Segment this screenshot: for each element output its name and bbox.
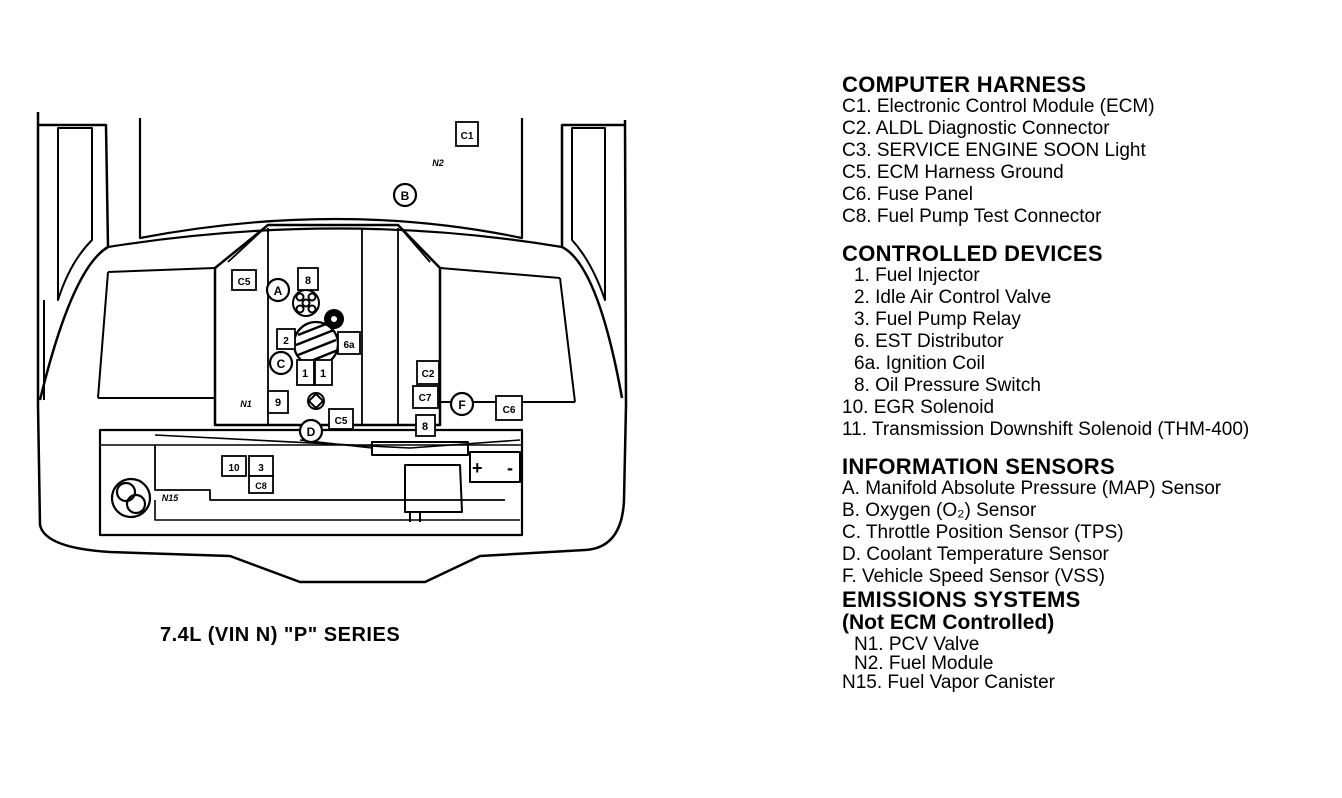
legend-item: N2. Fuel Module	[854, 653, 994, 674]
marker-c8: C8	[255, 481, 267, 491]
marker-f: F	[458, 398, 465, 412]
section-controlled-devices: CONTROLLED DEVICES 1. Fuel Injector 2. I…	[842, 242, 1337, 441]
marker-c2: C2	[422, 369, 435, 380]
marker-c: C	[277, 357, 286, 371]
marker-c5-lower: C5	[335, 416, 348, 427]
legend-item: C2. ALDL Diagnostic Connector	[842, 118, 1110, 139]
vehicle-outline	[36, 112, 628, 584]
section-title: COMPUTER HARNESS	[842, 72, 1087, 97]
marker-3: 3	[258, 463, 264, 474]
legend-item: 6. EST Distributor	[854, 331, 1004, 352]
diagram-caption: 7.4L (VIN N) "P" SERIES	[160, 624, 401, 646]
battery-positive-label: +	[472, 458, 483, 478]
legend-item: C1. Electronic Control Module (ECM)	[842, 96, 1155, 117]
marker-b: B	[401, 189, 410, 203]
marker-c7: C7	[419, 393, 432, 404]
left-fender	[38, 123, 110, 401]
legend-item: 6a. Ignition Coil	[854, 353, 985, 374]
section-emissions-systems: EMISSIONS SYSTEMS (Not ECM Controlled) N…	[842, 588, 1337, 692]
legend-item: C8. Fuel Pump Test Connector	[842, 206, 1102, 227]
legend-item: 2. Idle Air Control Valve	[854, 287, 1052, 308]
marker-c5-upper: C5	[238, 277, 251, 288]
marker-n15: N15	[162, 493, 180, 503]
marker-6a: 6a	[343, 340, 355, 351]
legend-item: 8. Oil Pressure Switch	[854, 375, 1041, 396]
section-title: CONTROLLED DEVICES	[842, 241, 1103, 266]
legend-item: D. Coolant Temperature Sensor	[842, 544, 1109, 565]
legend-item: C6. Fuse Panel	[842, 184, 973, 205]
battery	[469, 451, 521, 483]
legend-item: B. Oxygen (O₂) Sensor	[842, 500, 1037, 521]
marker-2: 2	[283, 336, 289, 347]
section-title: INFORMATION SENSORS	[842, 454, 1115, 479]
legend-item: F. Vehicle Speed Sensor (VSS)	[842, 566, 1105, 587]
ignition-coil	[324, 309, 344, 329]
marker-1-right: 1	[320, 368, 326, 380]
cowl-line	[138, 118, 524, 240]
battery-negative-label: -	[507, 458, 513, 478]
marker-n2: N2	[432, 158, 444, 168]
legend: COMPUTER HARNESS C1. Electronic Control …	[842, 73, 1337, 692]
section-computer-harness: COMPUTER HARNESS C1. Electronic Control …	[842, 73, 1337, 228]
legend-item: C3. SERVICE ENGINE SOON Light	[842, 140, 1146, 161]
section-subtitle: (Not ECM Controlled)	[842, 611, 1055, 634]
radiator-support	[98, 428, 524, 537]
legend-item: A. Manifold Absolute Pressure (MAP) Sens…	[842, 478, 1222, 499]
legend-item: N15. Fuel Vapor Canister	[842, 672, 1055, 693]
marker-d: D	[307, 425, 316, 439]
coolant-sensor-fitting	[307, 392, 325, 410]
marker-10: 10	[228, 463, 240, 474]
section-title: EMISSIONS SYSTEMS	[842, 587, 1081, 612]
marker-1-left: 1	[302, 368, 308, 380]
marker-8: 8	[305, 275, 311, 287]
marker-8-lower: 8	[422, 421, 428, 433]
legend-item: N1. PCV Valve	[854, 634, 980, 655]
marker-a: A	[274, 284, 283, 298]
marker-c1: C1	[461, 131, 474, 142]
legend-item: 11. Transmission Downshift Solenoid (THM…	[842, 419, 1250, 440]
legend-item: 10. EGR Solenoid	[842, 397, 995, 418]
right-fender	[560, 123, 625, 399]
legend-item: 1. Fuel Injector	[854, 265, 980, 286]
marker-n1: N1	[240, 399, 252, 409]
marker-9: 9	[275, 397, 281, 409]
legend-item: C. Throttle Position Sensor (TPS)	[842, 522, 1124, 543]
fuel-vapor-canister	[110, 477, 152, 519]
distributor	[292, 289, 320, 317]
marker-c6: C6	[503, 405, 516, 416]
legend-item: 3. Fuel Pump Relay	[854, 309, 1021, 330]
legend-item: C5. ECM Harness Ground	[842, 162, 1064, 183]
section-information-sensors: INFORMATION SENSORS A. Manifold Absolute…	[842, 455, 1337, 588]
